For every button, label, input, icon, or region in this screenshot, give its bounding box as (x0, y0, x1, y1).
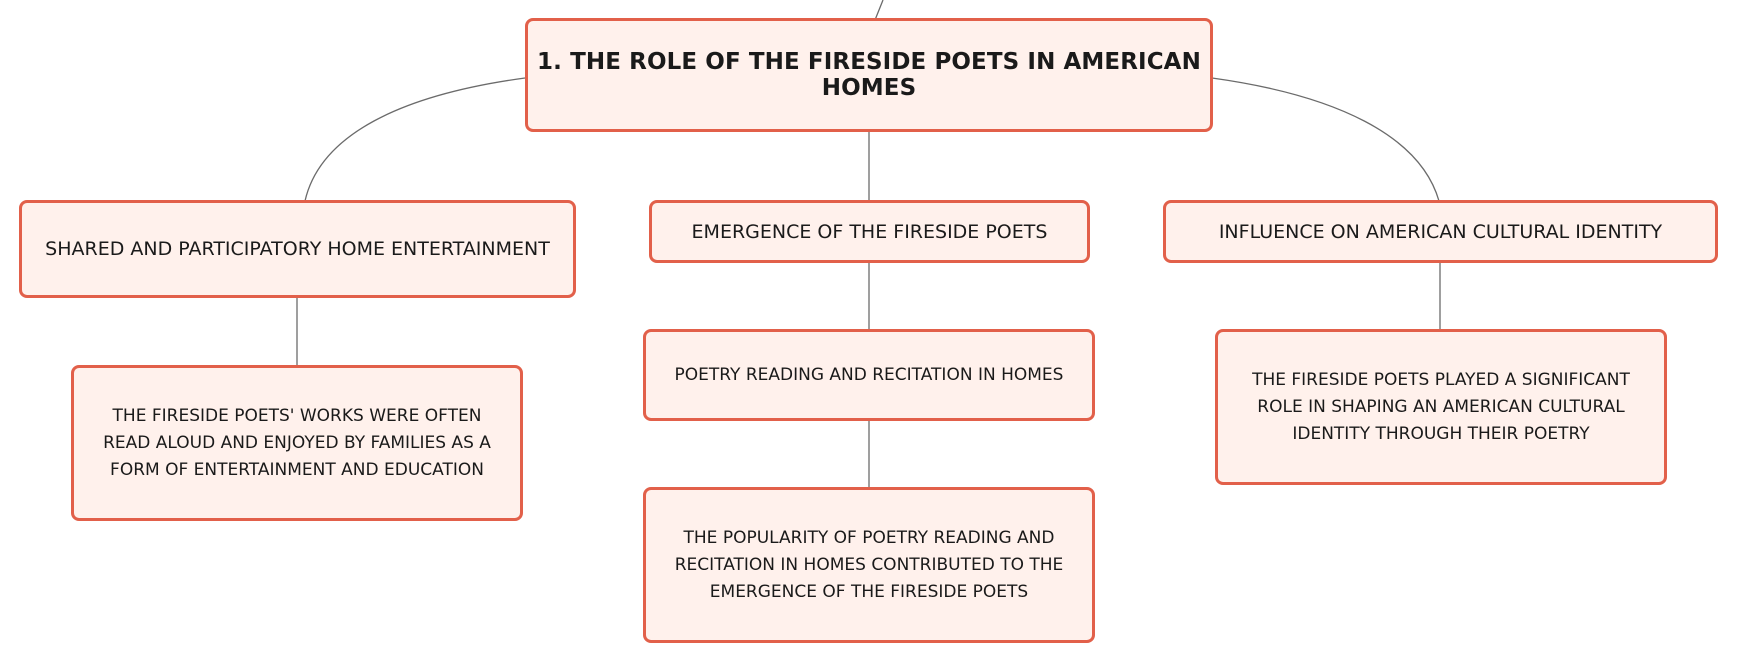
connector-root-to-shared-entertainment (304, 77, 526, 202)
topic-cultural-identity[interactable]: INFLUENCE ON AMERICAN CULTURAL IDENTITY (1163, 200, 1718, 263)
subtopic-label: THE FIRESIDE POETS' WORKS WERE OFTEN REA… (103, 405, 491, 480)
connector-root-to-cultural-identity (1211, 77, 1440, 202)
root-node-label: 1. THE ROLE OF THE FIRESIDE POETS IN AME… (537, 49, 1201, 101)
topic-label: INFLUENCE ON AMERICAN CULTURAL IDENTITY (1218, 220, 1663, 243)
topic-emergence[interactable]: EMERGENCE OF THE FIRESIDE POETS (649, 200, 1090, 263)
subtopic-shaping-identity[interactable]: THE FIRESIDE POETS PLAYED A SIGNIFICANT … (1215, 329, 1667, 485)
subtopic-popularity-emergence[interactable]: THE POPULARITY OF POETRY READING AND REC… (643, 487, 1095, 643)
subtopic-poetry-reading[interactable]: POETRY READING AND RECITATION IN HOMES (643, 329, 1095, 421)
topic-label: SHARED AND PARTICIPATORY HOME ENTERTAINM… (45, 238, 550, 260)
subtopic-label: THE FIRESIDE POETS PLAYED A SIGNIFICANT … (1252, 369, 1630, 444)
subtopic-families-read-aloud[interactable]: THE FIRESIDE POETS' WORKS WERE OFTEN REA… (71, 365, 523, 521)
connector-parent-to-root (874, 0, 884, 21)
topic-shared-entertainment[interactable]: SHARED AND PARTICIPATORY HOME ENTERTAINM… (19, 200, 576, 298)
root-node[interactable]: 1. THE ROLE OF THE FIRESIDE POETS IN AME… (525, 18, 1213, 132)
subtopic-label: THE POPULARITY OF POETRY READING AND REC… (674, 527, 1064, 602)
subtopic-label: POETRY READING AND RECITATION IN HOMES (674, 364, 1064, 385)
topic-label: EMERGENCE OF THE FIRESIDE POETS (691, 220, 1048, 243)
